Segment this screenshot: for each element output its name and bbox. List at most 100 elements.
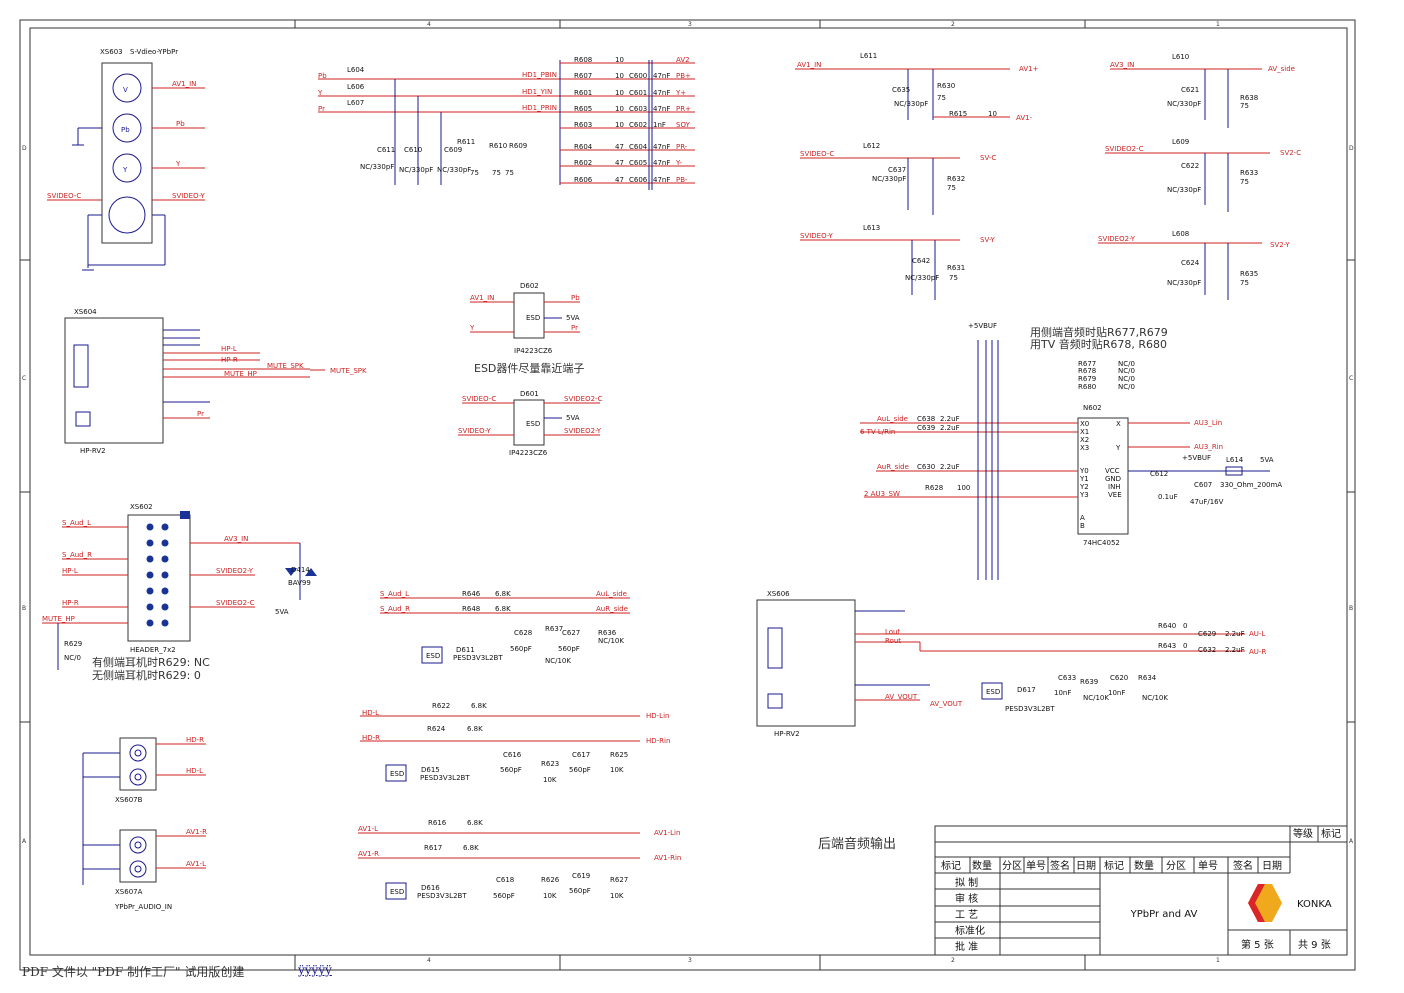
- svg-text:NC/330pF: NC/330pF: [872, 175, 906, 183]
- svg-text:6.8K: 6.8K: [463, 844, 479, 852]
- svg-text:AV1-L: AV1-L: [358, 825, 378, 833]
- svg-text:0: 0: [1183, 622, 1187, 630]
- svg-text:标记: 标记: [941, 860, 961, 872]
- svg-text:C603: C603: [629, 105, 647, 113]
- svg-text:NC/330pF: NC/330pF: [894, 100, 928, 108]
- svg-text:R610: R610: [489, 142, 507, 150]
- connector-xs602: XS602 HEADER_7x2 S_Aud_L S_Aud_R HP-L HP…: [42, 503, 317, 670]
- svg-text:R609: R609: [509, 142, 527, 150]
- svg-text:10: 10: [615, 121, 624, 129]
- svg-text:Y2: Y2: [1079, 483, 1089, 491]
- svg-text:Pb: Pb: [318, 72, 327, 80]
- svg-text:SVIDEO-Y: SVIDEO-Y: [172, 192, 206, 200]
- svg-text:R640: R640: [1158, 622, 1176, 630]
- svg-text:分区: 分区: [1166, 860, 1186, 872]
- svg-text:47nF: 47nF: [653, 89, 670, 97]
- svg-text:NC/330pF: NC/330pF: [360, 163, 394, 171]
- svg-text:75: 75: [1240, 279, 1249, 287]
- esd-d602: D602 ESD AV1_IN Y Pb 5VA Pr IP4223CZ6: [469, 282, 580, 355]
- svg-text:C610: C610: [404, 146, 422, 154]
- svg-text:AV1_IN: AV1_IN: [470, 294, 494, 302]
- svg-text:单号: 单号: [1198, 860, 1218, 872]
- svg-text:S_Aud_R: S_Aud_R: [62, 551, 92, 559]
- footer-note: PDF 文件以 "PDF 制作工厂" 试用版创建: [22, 965, 245, 979]
- svg-text:R626: R626: [541, 876, 560, 884]
- svg-text:75: 75: [947, 184, 956, 192]
- svg-text:XS607A: XS607A: [115, 888, 143, 896]
- svg-text:R627: R627: [610, 876, 628, 884]
- svg-text:1: 1: [1216, 21, 1220, 28]
- esd-d601: D601 ESD SVIDEO-C SVIDEO-Y SVIDEO2-C 5VA…: [458, 390, 603, 457]
- svg-text:R680: R680: [1078, 383, 1096, 391]
- svg-text:10: 10: [988, 110, 997, 118]
- svg-text:2: 2: [951, 21, 955, 28]
- svg-text:HD1_YIN: HD1_YIN: [522, 88, 552, 96]
- svg-text:标准化: 标准化: [955, 924, 985, 937]
- svg-text:标记: 标记: [1321, 828, 1341, 840]
- svg-text:330_Ohm_200mA: 330_Ohm_200mA: [1220, 481, 1282, 489]
- svg-text:R643: R643: [1158, 642, 1176, 650]
- svg-text:AV1-Lin: AV1-Lin: [654, 829, 680, 837]
- svg-text:HP-RV2: HP-RV2: [80, 447, 106, 455]
- svg-text:R677: R677: [1078, 360, 1096, 368]
- svg-text:X: X: [1116, 420, 1121, 428]
- svg-text:C633: C633: [1058, 674, 1076, 682]
- svg-text:6.8K: 6.8K: [467, 725, 483, 733]
- svg-text:4: 4: [427, 21, 431, 28]
- svg-text:10nF: 10nF: [1108, 689, 1125, 697]
- svg-text:R623: R623: [541, 760, 559, 768]
- svg-text:HP-R: HP-R: [62, 599, 79, 607]
- earphone-note-2: 无侧端耳机时R629: 0: [92, 668, 201, 682]
- svg-text:HD-Rin: HD-Rin: [646, 737, 670, 745]
- svg-text:560pF: 560pF: [493, 892, 515, 900]
- svg-text:YPbPr_AUDIO_IN: YPbPr_AUDIO_IN: [114, 903, 172, 911]
- svg-text:AV3_IN: AV3_IN: [1110, 61, 1134, 69]
- svg-text:Lout: Lout: [885, 628, 900, 636]
- svg-text:C: C: [1349, 375, 1353, 382]
- svg-text:AuL_side: AuL_side: [877, 415, 908, 423]
- svg-text:L609: L609: [1172, 138, 1189, 146]
- svg-text:A: A: [22, 838, 27, 845]
- svg-text:A: A: [1080, 514, 1085, 522]
- svg-text:R679: R679: [1078, 375, 1096, 383]
- svg-text:R678: R678: [1078, 367, 1096, 375]
- svg-text:Pb: Pb: [121, 126, 130, 134]
- svg-text:AV_side: AV_side: [1268, 65, 1295, 73]
- svg-text:SVIDEO-C: SVIDEO-C: [800, 150, 834, 158]
- svg-text:BAV99: BAV99: [288, 579, 311, 587]
- svg-text:AV1-Rin: AV1-Rin: [654, 854, 681, 862]
- column-ruler: 4 3 2 1 4 3 2 1: [294, 20, 1220, 970]
- svg-text:D601: D601: [520, 390, 539, 398]
- svg-text:NC/10K: NC/10K: [1083, 694, 1109, 702]
- svg-text:R628: R628: [925, 484, 943, 492]
- svg-text:560pF: 560pF: [558, 645, 580, 653]
- svg-text:10: 10: [615, 56, 624, 64]
- svg-text:47nF: 47nF: [653, 176, 670, 184]
- svg-text:S_Aud_L: S_Aud_L: [380, 590, 409, 598]
- connector-xs606: XS606 HP-RV2 Lout Rout AV_VOUT AV_VOUT R…: [756, 590, 1266, 738]
- svg-text:HD-R: HD-R: [186, 736, 204, 744]
- svg-text:AV1-R: AV1-R: [186, 828, 207, 836]
- svg-text:PB+: PB+: [676, 72, 691, 80]
- svg-text:NC/0: NC/0: [64, 654, 81, 662]
- svg-text:HD-Lin: HD-Lin: [646, 712, 669, 720]
- footer-link[interactable]: ÿÿÿÿÿ: [298, 963, 332, 977]
- svg-text:0.1uF: 0.1uF: [1158, 493, 1178, 501]
- svg-text:47uF/16V: 47uF/16V: [1190, 498, 1224, 506]
- svg-text:C601: C601: [629, 89, 647, 97]
- svg-text:D414: D414: [291, 566, 310, 574]
- svg-text:D: D: [22, 145, 27, 152]
- svg-text:AU3_Lin: AU3_Lin: [1194, 419, 1222, 427]
- ic-n602: N602 X0 X1 X2 X3 Y0 Y1 Y2 Y3 A B X Y VCC…: [860, 322, 1282, 580]
- svg-text:AV_VOUT: AV_VOUT: [885, 693, 918, 701]
- svg-text:Y3: Y3: [1079, 491, 1089, 499]
- svg-text:2.2uF: 2.2uF: [940, 463, 960, 471]
- svg-text:560pF: 560pF: [569, 887, 591, 895]
- svg-text:74HC4052: 74HC4052: [1083, 539, 1120, 547]
- svg-text:分区: 分区: [1002, 860, 1022, 872]
- svg-text:Rout: Rout: [885, 637, 901, 645]
- svg-text:R633: R633: [1240, 169, 1258, 177]
- svg-text:10K: 10K: [543, 776, 557, 784]
- svg-text:D617: D617: [1017, 686, 1036, 694]
